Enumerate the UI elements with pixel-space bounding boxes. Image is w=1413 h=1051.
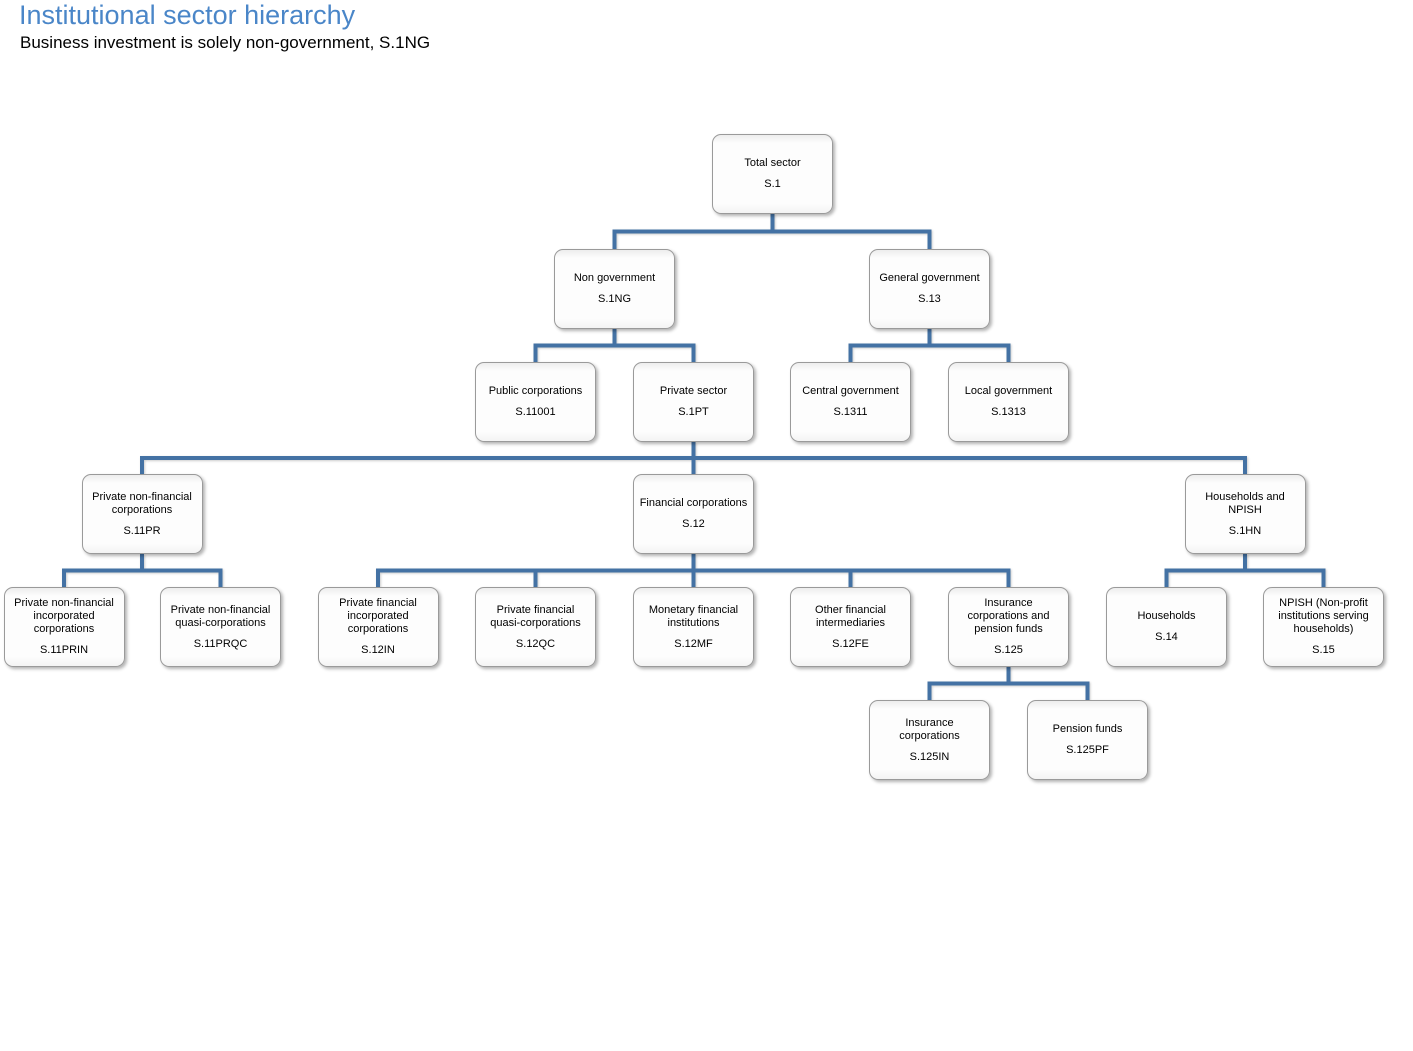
org-node-s1: Total sectorS.1 bbox=[712, 134, 833, 214]
node-label: Insurance corporations bbox=[875, 717, 984, 743]
org-node-s12mf: Monetary financial institutionsS.12MF bbox=[633, 587, 754, 667]
node-code: S.1NG bbox=[598, 293, 631, 306]
node-label: Total sector bbox=[744, 157, 800, 170]
node-label: Private financial incorporated corporati… bbox=[324, 597, 433, 636]
node-label: Public corporations bbox=[489, 385, 583, 398]
node-code: S.125IN bbox=[910, 751, 950, 764]
node-code: S.14 bbox=[1155, 631, 1178, 644]
org-node-s125: Insurance corporations and pension funds… bbox=[948, 587, 1069, 667]
org-node-s11pr: Private non-financial corporationsS.11PR bbox=[82, 474, 203, 554]
node-label: Private sector bbox=[660, 385, 727, 398]
node-code: S.12 bbox=[682, 518, 705, 531]
org-node-s1hn: Households and NPISH S.1HN bbox=[1185, 474, 1306, 554]
org-node-s14: HouseholdsS.14 bbox=[1106, 587, 1227, 667]
org-node-s11001: Public corporationsS.11001 bbox=[475, 362, 596, 442]
org-node-s12qc: Private financial quasi-corporationsS.12… bbox=[475, 587, 596, 667]
org-node-s13: General governmentS.13 bbox=[869, 249, 990, 329]
org-node-s11prin: Private non-financial incorporated corpo… bbox=[4, 587, 125, 667]
org-node-s12: Financial corporationsS.12 bbox=[633, 474, 754, 554]
node-code: S.12FE bbox=[832, 638, 869, 651]
node-label: Other financial intermediaries bbox=[796, 604, 905, 630]
node-label: Insurance corporations and pension funds bbox=[954, 597, 1063, 636]
node-label: Local government bbox=[965, 385, 1052, 398]
node-label: Private non-financial corporations bbox=[88, 491, 197, 517]
org-node-s12fe: Other financial intermediariesS.12FE bbox=[790, 587, 911, 667]
node-label: Financial corporations bbox=[640, 497, 748, 510]
node-label: Private non-financial incorporated corpo… bbox=[10, 597, 119, 636]
node-label: Households bbox=[1137, 610, 1195, 623]
org-node-s11prqc: Private non-financial quasi-corporations… bbox=[160, 587, 281, 667]
node-label: Central government bbox=[802, 385, 899, 398]
org-node-s125pf: Pension fundsS.125PF bbox=[1027, 700, 1148, 780]
node-label: Households and NPISH bbox=[1191, 491, 1300, 517]
node-code: S.11PRQC bbox=[194, 638, 248, 651]
node-code: S.12QC bbox=[516, 638, 555, 651]
node-label: NPISH (Non-profit institutions serving h… bbox=[1269, 597, 1378, 636]
node-code: S.1HN bbox=[1229, 525, 1261, 538]
node-label: General government bbox=[879, 272, 979, 285]
node-code: S.13 bbox=[918, 293, 941, 306]
node-code: S.11001 bbox=[515, 406, 555, 419]
org-node-s125in: Insurance corporationsS.125IN bbox=[869, 700, 990, 780]
node-label: Pension funds bbox=[1053, 723, 1123, 736]
node-code: S.1313 bbox=[991, 406, 1026, 419]
node-code: S.11PRIN bbox=[40, 644, 88, 657]
node-label: Non government bbox=[574, 272, 655, 285]
node-code: S.1PT bbox=[678, 406, 709, 419]
org-node-s12in: Private financial incorporated corporati… bbox=[318, 587, 439, 667]
org-node-s1311: Central governmentS.1311 bbox=[790, 362, 911, 442]
org-node-s1pt: Private sectorS.1PT bbox=[633, 362, 754, 442]
node-code: S.125 bbox=[994, 644, 1023, 657]
node-label: Private non-financial quasi-corporations bbox=[166, 604, 275, 630]
org-node-s15: NPISH (Non-profit institutions serving h… bbox=[1263, 587, 1384, 667]
node-code: S.125PF bbox=[1066, 744, 1109, 757]
org-node-s1ng: Non governmentS.1NG bbox=[554, 249, 675, 329]
org-node-s1313: Local governmentS.1313 bbox=[948, 362, 1069, 442]
node-label: Monetary financial institutions bbox=[639, 604, 748, 630]
node-label: Private financial quasi-corporations bbox=[481, 604, 590, 630]
node-code: S.1 bbox=[764, 178, 781, 191]
node-code: S.12IN bbox=[361, 644, 395, 657]
node-code: S.11PR bbox=[123, 525, 160, 538]
node-code: S.15 bbox=[1312, 644, 1335, 657]
node-code: S.12MF bbox=[674, 638, 713, 651]
node-code: S.1311 bbox=[833, 406, 867, 419]
